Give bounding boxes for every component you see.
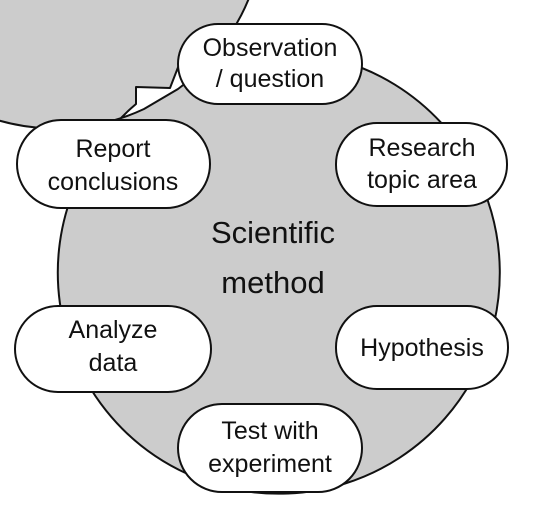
center-title-line1: Scientific <box>211 215 335 250</box>
step-hypothesis: Hypothesis <box>335 305 509 390</box>
step-observation-question: Observation / question <box>177 23 363 105</box>
step-test-with-experiment: Test with experiment <box>177 403 363 493</box>
center-title-line2: method <box>221 265 324 300</box>
step-analyze-line2: data <box>89 349 138 377</box>
step-report-line1: Report <box>75 135 150 163</box>
step-test-line2: experiment <box>208 450 332 478</box>
step-observation-line1: Observation <box>203 34 338 62</box>
step-research-line2: topic area <box>367 166 477 194</box>
step-report-conclusions: Report conclusions <box>16 119 211 209</box>
step-test-line1: Test with <box>221 417 318 445</box>
step-analyze-line1: Analyze <box>69 316 158 344</box>
step-observation-line2: / question <box>216 65 324 93</box>
step-hypothesis-line1: Hypothesis <box>360 334 484 362</box>
step-research-topic-area: Research topic area <box>335 122 508 207</box>
step-report-line2: conclusions <box>48 168 179 196</box>
step-research-line1: Research <box>369 134 476 162</box>
step-analyze-data: Analyze data <box>14 305 212 393</box>
